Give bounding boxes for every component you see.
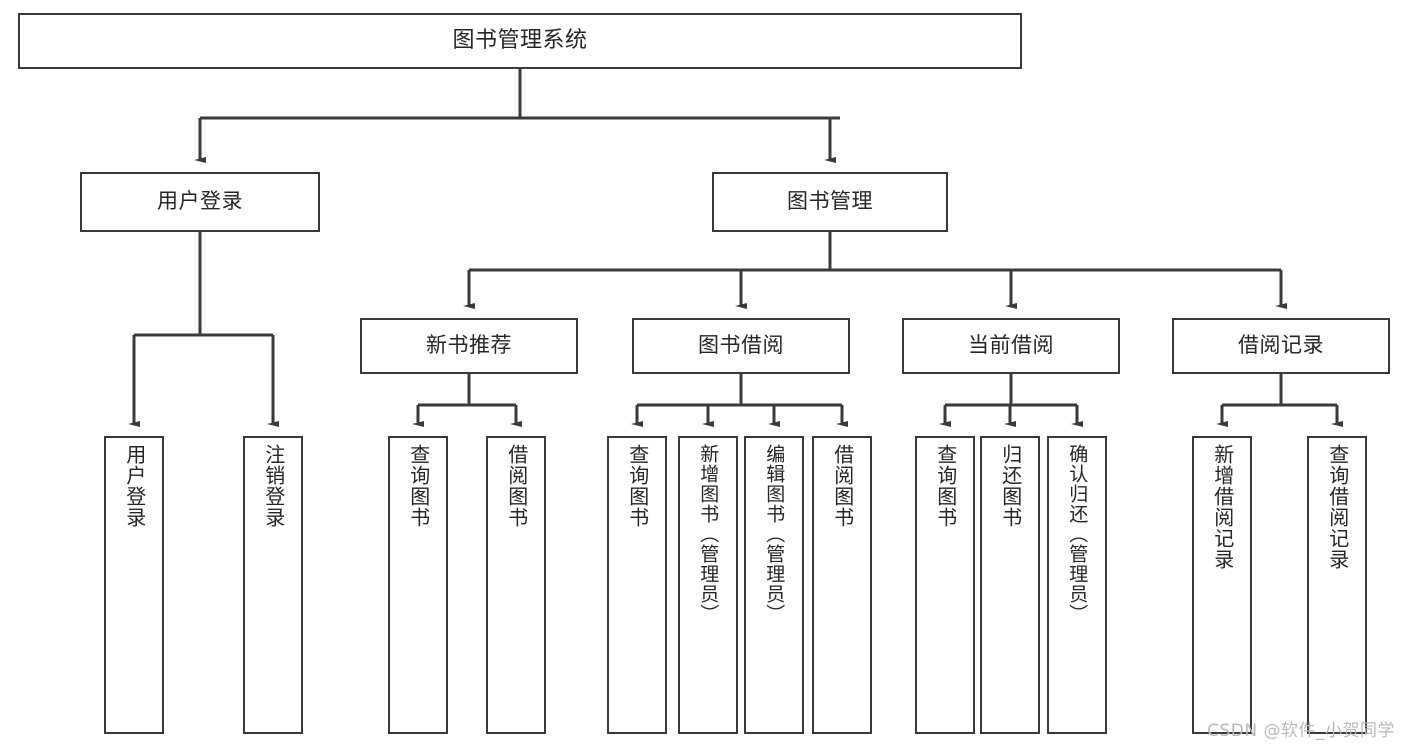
node-book-borrow-label: 图书借阅 [698,333,784,358]
node-current-borrow-label: 当前借阅 [968,333,1054,358]
node-leaf-add-record[interactable]: 新增借阅记录 [1192,436,1252,734]
node-leaf-user-login[interactable]: 用户登录 [104,436,164,734]
node-leaf-query-record-label: 查询借阅记录 [1325,444,1350,570]
node-leaf-borrow-book-2-label: 借阅图书 [830,444,855,528]
node-current-borrow[interactable]: 当前借阅 [902,318,1120,374]
node-leaf-borrow-book-1-label: 借阅图书 [504,444,529,528]
node-leaf-borrow-book-1[interactable]: 借阅图书 [486,436,546,734]
node-leaf-return-book[interactable]: 归还图书 [980,436,1040,734]
node-leaf-add-book-label: 新增图书（管理员） [697,444,720,624]
node-root-label: 图书管理系统 [452,27,588,53]
node-leaf-add-book[interactable]: 新增图书（管理员） [678,436,738,734]
node-leaf-query-book-1[interactable]: 查询图书 [388,436,448,734]
node-leaf-confirm-return[interactable]: 确认归还（管理员） [1047,436,1107,734]
node-leaf-borrow-book-2[interactable]: 借阅图书 [812,436,872,734]
node-leaf-query-book-2[interactable]: 查询图书 [607,436,667,734]
node-book-manage[interactable]: 图书管理 [712,172,948,232]
node-leaf-query-book-3-label: 查询图书 [933,444,958,528]
node-leaf-logout[interactable]: 注销登录 [243,436,303,734]
node-leaf-edit-book-label: 编辑图书（管理员） [763,444,786,624]
node-leaf-edit-book[interactable]: 编辑图书（管理员） [744,436,804,734]
node-user-login-label: 用户登录 [157,189,243,214]
node-borrow-record-label: 借阅记录 [1238,333,1324,358]
node-leaf-confirm-return-label: 确认归还（管理员） [1066,444,1089,624]
node-leaf-query-book-3[interactable]: 查询图书 [915,436,975,734]
node-leaf-add-record-label: 新增借阅记录 [1210,444,1235,570]
node-leaf-logout-label: 注销登录 [261,444,286,528]
watermark: CSDN @软件_小贺同学 [1207,721,1395,741]
node-leaf-query-book-1-label: 查询图书 [406,444,431,528]
node-leaf-return-book-label: 归还图书 [998,444,1023,528]
node-leaf-user-login-label: 用户登录 [122,444,147,528]
node-new-book-rec[interactable]: 新书推荐 [360,318,578,374]
node-borrow-record[interactable]: 借阅记录 [1172,318,1390,374]
node-new-book-rec-label: 新书推荐 [426,333,512,358]
node-root[interactable]: 图书管理系统 [18,13,1022,69]
node-book-borrow[interactable]: 图书借阅 [632,318,850,374]
node-user-login[interactable]: 用户登录 [80,172,320,232]
node-leaf-query-record[interactable]: 查询借阅记录 [1307,436,1367,734]
node-book-manage-label: 图书管理 [787,189,873,214]
node-leaf-query-book-2-label: 查询图书 [625,444,650,528]
